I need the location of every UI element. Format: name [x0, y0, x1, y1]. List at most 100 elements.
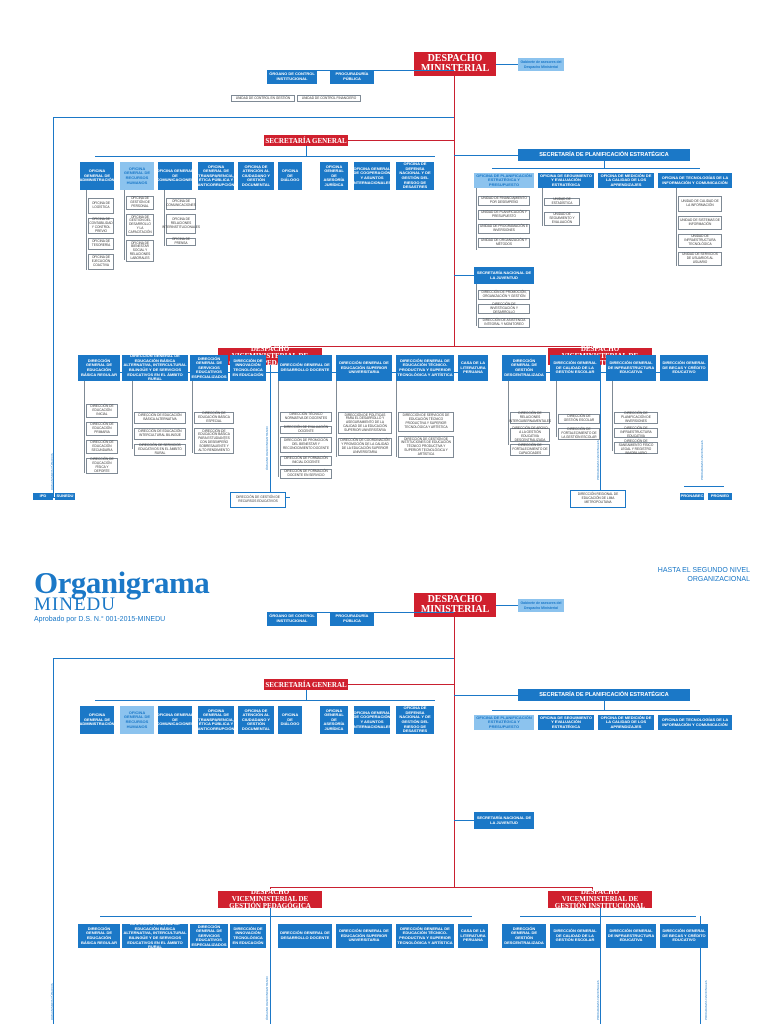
sunedu-box[interactable]: SUNEDU [55, 493, 75, 500]
b-vmgi-dir-becas[interactable]: DIRECCIÓN GENERAL DE BECAS Y CRÉDITO EDU… [660, 924, 708, 948]
despacho-ministerial[interactable]: DESPACHO MINISTERIAL [414, 52, 496, 76]
vmgi-dir-infraestructura[interactable]: DIRECCIÓN GENERAL DE INFRAESTRUCTURA EDU… [606, 355, 656, 381]
tic-unit-infraestructura[interactable]: UNIDAD DE INFRAESTRUCTURA TECNOLÓGICA [678, 234, 722, 248]
sg-office-comunicaciones[interactable]: OFICINA GENERAL DE COMUNICACIONES [156, 162, 194, 190]
ebr-unit-primaria[interactable]: DIRECCIÓN DE EDUCACIÓN PRIMARIA [86, 422, 118, 436]
com-unit-prensa[interactable]: OFICINA DE PRENSA [166, 237, 196, 246]
ugel-box[interactable]: DIRECCIÓN DE GESTIÓN DE RECURSOS EDUCATI… [230, 492, 286, 508]
sg-office-cooperacion[interactable]: OFICINA GENERAL DE COOPERACIÓN Y ASUNTOS… [353, 162, 391, 190]
spe-office-tic[interactable]: OFICINA DE TECNOLOGÍAS DE LA INFORMACIÓN… [658, 173, 732, 188]
eiba-unit-intercultural[interactable]: DIRECCIÓN DE EDUCACIÓN INTERCULTURAL BIL… [134, 428, 186, 440]
gd-unit-apoyo[interactable]: DIRECCIÓN DE APOYO A LA GESTIÓN EDUCATIV… [510, 427, 550, 442]
b-sg-office-juridica[interactable]: OFICINA GENERAL DE ASESORÍA JURÍDICA [320, 706, 348, 734]
b-sg-office-defensa[interactable]: OFICINA DE DEFENSA NACIONAL Y DE GESTIÓN… [396, 705, 434, 734]
inf-unit-planificacion[interactable]: DIRECCIÓN DE PLANIFICACIÓN DE INVERSIONE… [614, 411, 658, 424]
sg-office-dialogo[interactable]: OFICINA DE DIÁLOGO [278, 162, 302, 190]
vmgp-dir-docente[interactable]: DIRECCIÓN GENERAL DE DESARROLLO DOCENTE [278, 355, 332, 381]
b-vmgp-dir-docente[interactable]: DIRECCIÓN GENERAL DE DESARROLLO DOCENTE [278, 924, 332, 948]
sg-office-administracion[interactable]: OFICINA GENERAL DE ADMINISTRACIÓN [79, 162, 115, 190]
admin-unit-coactiva[interactable]: OFICINA DE EJECUCIÓN COACTIVA [88, 254, 114, 270]
ppto-unit-financiamiento[interactable]: UNIDAD DE FINANCIAMIENTO POR DESEMPEÑO [478, 196, 530, 206]
admin-unit-contabilidad[interactable]: OFICINA DE CONTABILIDAD Y CONTROL PREVIO [88, 217, 114, 234]
b-vm-gestion-institucional[interactable]: DESPACHO VICEMINISTERIAL DE GESTIÓN INST… [548, 889, 652, 910]
vmgp-dir-eiba[interactable]: DIRECCIÓN GENERAL DE EDUCACIÓN BÁSICA AL… [122, 353, 188, 382]
com-unit-comunicaciones[interactable]: OFICINA DE COMUNICACIONES [166, 198, 196, 210]
ebr-unit-inicial[interactable]: DIRECCIÓN DE EDUCACIÓN INICIAL [86, 404, 118, 418]
b-secretaria-general[interactable]: SECRETARÍA GENERAL [264, 679, 348, 690]
b-spe-office-medicion[interactable]: OFICINA DE MEDICIÓN DE LA CALIDAD DE LOS… [598, 715, 654, 730]
ipd-box[interactable]: IPD [33, 493, 53, 500]
seg-unit-estadistica[interactable]: UNIDAD DE ESTADÍSTICA [544, 197, 580, 206]
b-despacho-ministerial[interactable]: DESPACHO MINISTERIAL [414, 593, 496, 617]
sg-office-atencion[interactable]: OFICINA DE ATENCIÓN AL CIUDADANO Y GESTI… [238, 162, 274, 190]
esp-unit-basica-especial[interactable]: DIRECCIÓN DE EDUCACIÓN BÁSICA ESPECIAL [194, 411, 234, 424]
tic-unit-calidad[interactable]: UNIDAD DE CALIDAD DE LA INFORMACIÓN [678, 196, 722, 212]
b-spe-office-presupuesto[interactable]: OFICINA DE PLANIFICACIÓN ESTRATÉGICA Y P… [474, 715, 534, 730]
spe-office-medicion[interactable]: OFICINA DE MEDICIÓN DE LA CALIDAD DE LOS… [598, 173, 654, 188]
ppto-unit-programacion[interactable]: UNIDAD DE PROGRAMACIÓN E INVERSIONES [478, 224, 530, 234]
b-sg-office-dialogo[interactable]: OFICINA DE DIÁLOGO [278, 706, 302, 734]
vmgp-dir-universitaria[interactable]: DIRECCIÓN GENERAL DE EDUCACIÓN SUPERIOR … [336, 355, 392, 381]
organo-control-box[interactable]: ÓRGANO DE CONTROL INSTITUCIONAL [267, 70, 317, 84]
b-spe-office-seguimiento[interactable]: OFICINA DE SEGUIMIENTO Y EVALUACIÓN ESTR… [538, 714, 594, 730]
gd-unit-capacidades[interactable]: DIRECCIÓN DE FORTALECIMIENTO DE CAPACIDA… [510, 443, 550, 456]
vmgp-dir-especializados[interactable]: DIRECCIÓN GENERAL DE SERVICIOS EDUCATIVO… [190, 355, 228, 381]
vmgp-dir-casa-literatura[interactable]: CASA DE LA LITERATURA PERUANA [458, 355, 488, 381]
sg-office-transparencia[interactable]: OFICINA GENERAL DE TRANSPARENCIA, ÉTICA … [198, 162, 234, 190]
vmgi-dir-descentralizada[interactable]: DIRECCIÓN GENERAL DE GESTIÓN DESCENTRALI… [502, 355, 546, 381]
spe-office-presupuesto[interactable]: OFICINA DE PLANIFICACIÓN ESTRATÉGICA Y P… [474, 173, 534, 188]
rrhh-unit-bienestar[interactable]: OFICINA DE BIENESTAR SOCIAL Y RELACIONES… [126, 240, 154, 262]
univ-unit-politicas[interactable]: DIRECCIÓN DE POLÍTICAS PARA EL DESARROLL… [338, 412, 392, 434]
unidad-control-financiero[interactable]: UNIDAD DE CONTROL FINANCIERO [297, 95, 361, 102]
inf-unit-saneamiento[interactable]: DIRECCIÓN DE SANEAMIENTO FÍSICO LEGAL Y … [614, 440, 658, 455]
b-sg-office-cooperacion[interactable]: OFICINA GENERAL DE COOPERACIÓN Y ASUNTOS… [353, 706, 391, 734]
sg-office-defensa[interactable]: OFICINA DE DEFENSA NACIONAL Y DE GESTIÓN… [396, 161, 434, 190]
ebr-unit-fisica[interactable]: DIRECCIÓN DE EDUCACIÓN FÍSICA Y DEPORTE [86, 458, 118, 474]
pronied-box[interactable]: PRONIED [708, 493, 732, 500]
secretaria-juventud[interactable]: SECRETARÍA NACIONAL DE LA JUVENTUD [474, 267, 534, 284]
tic-unit-sistemas[interactable]: UNIDAD DE SISTEMAS DE INFORMACIÓN [678, 216, 722, 230]
tec-unit-gestion[interactable]: DIRECCIÓN DE GESTIÓN DE INSTITUCIONES DE… [398, 436, 454, 458]
eiba-unit-rural[interactable]: DIRECCIÓN DE SERVICIOS EDUCATIVOS EN EL … [134, 443, 186, 456]
b-secretaria-planificacion[interactable]: SECRETARÍA DE PLANIFICACIÓN ESTRATÉGICA [518, 689, 690, 701]
b-gabinete-box[interactable]: Gabinete de asesores del Despacho Minist… [518, 599, 564, 612]
univ-unit-coordinacion[interactable]: DIRECCIÓN DE COORDINACIÓN Y PROMOCIÓN DE… [338, 438, 392, 456]
gd-unit-relaciones[interactable]: DIRECCIÓN DE RELACIONES INTERGUBERNAMENT… [508, 411, 552, 424]
secretaria-planificacion[interactable]: SECRETARÍA DE PLANIFICACIÓN ESTRATÉGICA [518, 149, 690, 161]
spe-office-seguimiento[interactable]: OFICINA DE SEGUIMIENTO Y EVALUACIÓN ESTR… [538, 172, 594, 188]
rrhh-unit-desarrollo[interactable]: OFICINA DE GESTIÓN DEL DESARROLLO Y LA C… [126, 214, 154, 236]
com-unit-relaciones[interactable]: OFICINA DE RELACIONES INTERINSTITUCIONAL… [162, 214, 200, 234]
admin-unit-tesoreria[interactable]: OFICINA DE TESORERÍA [88, 238, 114, 250]
b-sg-office-rrhh[interactable]: OFICINA GENERAL DE RECURSOS HUMANOS [120, 706, 154, 734]
b-procuraduria-box[interactable]: PROCURADURÍA PÚBLICA [330, 612, 374, 626]
admin-unit-logistica[interactable]: OFICINA DE LOGÍSTICA [88, 198, 114, 214]
ge-unit-gestion[interactable]: DIRECCIÓN DE GESTIÓN ESCOLAR [558, 414, 600, 424]
b-vmgp-dir-ebr[interactable]: DIRECCIÓN GENERAL DE EDUCACIÓN BÁSICA RE… [78, 924, 120, 948]
b-secretaria-juventud[interactable]: SECRETARÍA NACIONAL DE LA JUVENTUD [474, 812, 534, 829]
doc-unit-formacion-inicial[interactable]: DIRECCIÓN DE FORMACIÓN INICIAL DOCENTE [280, 456, 332, 466]
b-vmgi-dir-infraestructura[interactable]: DIRECCIÓN GENERAL DE INFRAESTRUCTURA EDU… [606, 924, 656, 948]
seg-unit-evaluacion[interactable]: UNIDAD DE SEGUIMIENTO Y EVALUACIÓN [544, 212, 580, 226]
ppto-unit-planificacion[interactable]: UNIDAD DE PLANIFICACIÓN Y PRESUPUESTO [478, 210, 530, 220]
b-spe-office-tic[interactable]: OFICINA DE TECNOLOGÍAS DE LA INFORMACIÓN… [658, 715, 732, 730]
b-sg-office-atencion[interactable]: OFICINA DE ATENCIÓN AL CIUDADANO Y GESTI… [238, 706, 274, 734]
b-sg-office-administracion[interactable]: OFICINA GENERAL DE ADMINISTRACIÓN [79, 706, 115, 734]
eiba-unit-alternativa[interactable]: DIRECCIÓN DE EDUCACIÓN BÁSICA ALTERNATIV… [134, 412, 186, 424]
vmgp-dir-tecnica[interactable]: DIRECCIÓN GENERAL DE EDUCACIÓN TÉCNICO-P… [396, 355, 454, 381]
inf-unit-infraestructura[interactable]: DIRECCIÓN DE INFRAESTRUCTURA EDUCATIVA [614, 426, 658, 438]
ebr-unit-secundaria[interactable]: DIRECCIÓN DE EDUCACIÓN SECUNDARIA [86, 440, 118, 454]
drelm-box[interactable]: DIRECCIÓN REGIONAL DE EDUCACIÓN DE LIMA … [570, 490, 626, 508]
procuraduria-box[interactable]: PROCURADURÍA PÚBLICA [330, 70, 374, 84]
doc-unit-normativa[interactable]: DIRECCIÓN TÉCNICO NORMATIVA DE DOCENTES [280, 412, 332, 422]
doc-unit-bienestar[interactable]: DIRECCIÓN DE PROMOCIÓN DEL BIENESTAR Y R… [280, 437, 332, 453]
tec-unit-servicios[interactable]: DIRECCIÓN DE SERVICIOS DE EDUCACIÓN TÉCN… [398, 412, 454, 432]
tic-unit-servicios[interactable]: UNIDAD DE SERVICIOS DE USUARIOS AL USUAR… [678, 252, 722, 266]
b-vmgi-dir-descentralizada[interactable]: DIRECCIÓN GENERAL DE GESTIÓN DESCENTRALI… [502, 924, 546, 948]
b-vmgi-dir-calidad[interactable]: DIRECCIÓN GENERAL DE CALIDAD DE LA GESTI… [550, 924, 600, 948]
unidad-control-gestion[interactable]: UNIDAD DE CONTROL EN GESTIÓN [231, 95, 295, 102]
vmgp-dir-innovacion[interactable]: DIRECCIÓN DE INNOVACIÓN TECNOLÓGICA EN E… [230, 355, 266, 381]
ppto-unit-organizacion[interactable]: UNIDAD DE ORGANIZACIÓN Y MÉTODOS [478, 238, 530, 248]
doc-unit-evaluacion[interactable]: DIRECCIÓN DE EVALUACIÓN DOCENTE [280, 425, 332, 434]
juventud-unit-promocion[interactable]: DIRECCIÓN DE PROMOCIÓN, ORGANIZACIÓN Y G… [478, 290, 530, 300]
esp-unit-sobresaliente[interactable]: DIRECCIÓN DE EDUCACIÓN BÁSICA PARA ESTUD… [194, 428, 234, 454]
